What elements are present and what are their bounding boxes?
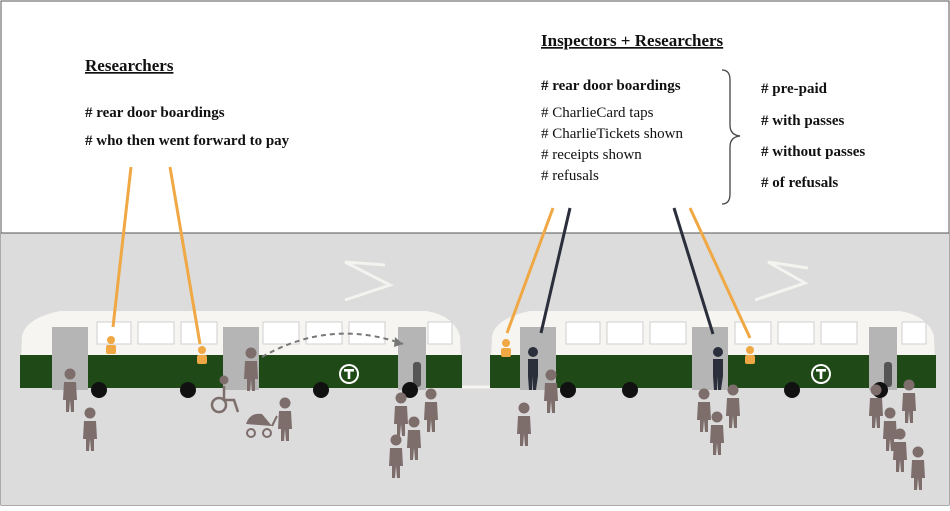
wheelchair-icon [210, 386, 240, 414]
grouping-brace [721, 69, 741, 205]
right-item-charliecard: # CharlieCard taps [541, 105, 654, 121]
right-item-receipts: # receipts shown [541, 147, 642, 163]
left-item-rear-boardings: # rear door boardings [85, 105, 225, 121]
left-heading: Researchers [85, 56, 174, 75]
standing-inspector-icon [713, 347, 723, 390]
right-item-refusals: # refusals [541, 168, 599, 184]
right-lead-item: # rear door boardings [541, 78, 681, 94]
left-item-went-forward: # who then went forward to pay [85, 133, 290, 149]
outcome-without-passes: # without passes [761, 144, 865, 160]
movement-arrow [261, 332, 404, 358]
outcome-pre-paid: # pre-paid [761, 81, 828, 97]
right-item-charlietickets: # CharlieTickets shown [541, 126, 683, 142]
arrow-head [394, 337, 403, 347]
researcher-lines [111, 166, 752, 345]
pantographs [344, 260, 809, 302]
outcome-with-passes: # with passes [761, 113, 845, 129]
wheelchair-user-head [219, 375, 229, 385]
mbta-t-logo [811, 364, 831, 384]
right-heading: Inspectors + Researchers [541, 31, 724, 50]
standing-inspector-icon [528, 347, 538, 390]
inspector-lines [539, 207, 715, 335]
mbta-t-logo [339, 364, 359, 384]
tram-left [20, 311, 462, 398]
stroller-icon [246, 413, 278, 438]
outcome-of-refusals: # of refusals [761, 175, 838, 191]
